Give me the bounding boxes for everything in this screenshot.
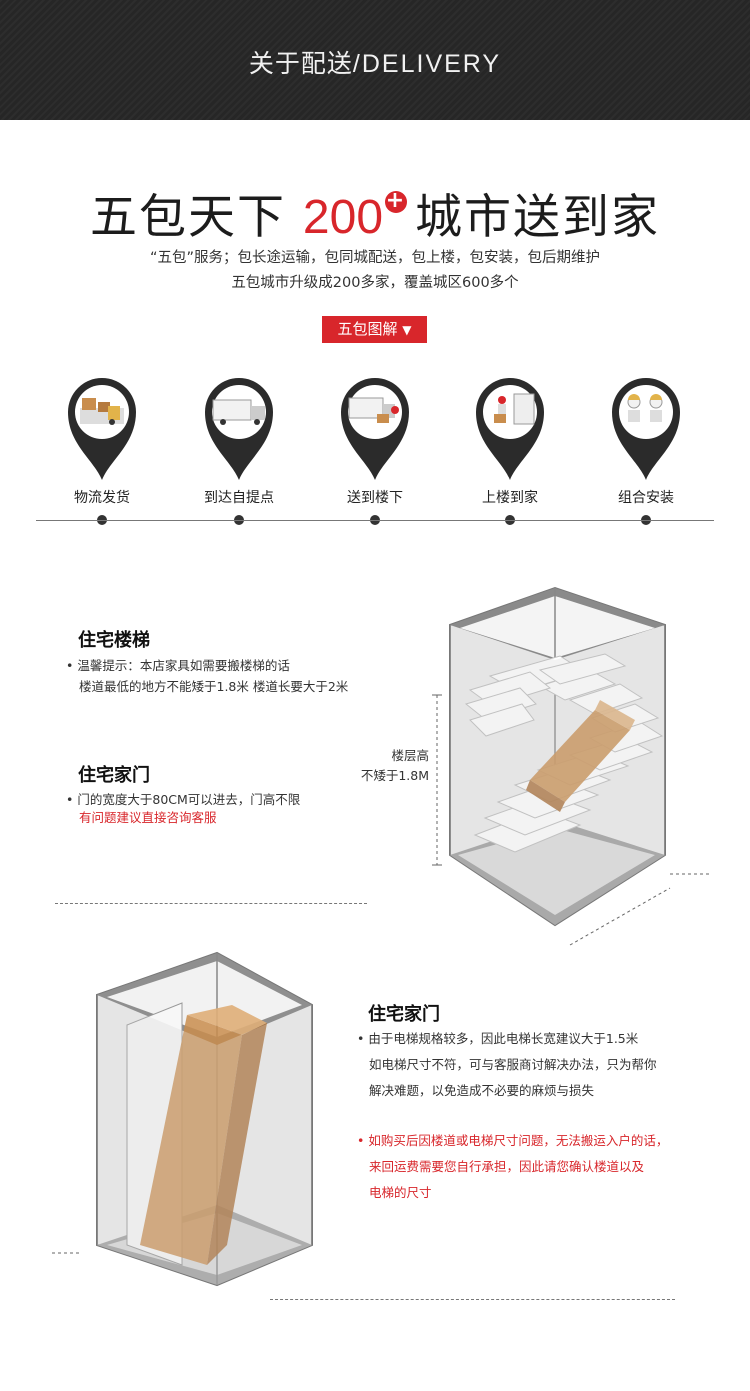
- stairs-tip-line2: 楼道最低的地方不能矮于1.8米 楼道长要大于2米: [79, 679, 349, 694]
- doorstep-delivery-icon: [472, 374, 548, 486]
- door-title: 住宅家门: [78, 765, 150, 786]
- step-label: 送到楼下: [347, 490, 403, 506]
- timeline-line: [36, 520, 714, 521]
- elevator-line2: 如电梯尺寸不符，可与客服商讨解决办法，只为帮你: [369, 1057, 657, 1072]
- divider-dashed-2: [270, 1299, 675, 1300]
- page-header-title: 关于配送/DELIVERY: [0, 44, 750, 80]
- warning-line2: 来回运费需要您自行承担，因此请您确认楼道以及: [369, 1159, 645, 1174]
- subtitle-line2: 五包城市升级成200多家，覆盖城区600多个: [231, 275, 519, 291]
- headline: 五包天下 200+ 城市送到家: [0, 178, 750, 247]
- bullet-icon: •: [66, 658, 74, 673]
- door-line1: 门的宽度大于80CM可以进去，门高不限: [77, 792, 301, 807]
- bullet-icon: •: [66, 792, 74, 807]
- stairs-tip-line1: 温馨提示：本店家具如需要搬楼梯的话: [77, 658, 290, 673]
- header-banner: [0, 0, 750, 120]
- forklift-warehouse-icon: [64, 374, 140, 486]
- warning-line1: 如购买后因楼道或电梯尺寸问题，无法搬运入户的话，: [368, 1133, 669, 1148]
- installer-workers-icon: [608, 374, 684, 486]
- bullet-icon: •: [357, 1133, 365, 1148]
- badge-label: 五包图解: [337, 320, 398, 338]
- subtitle-line1: “五包”服务；包长途运输，包同城配送，包上楼，包安装，包后期维护: [149, 250, 601, 266]
- step-label: 上楼到家: [482, 490, 538, 506]
- stairs-title: 住宅楼梯: [78, 630, 150, 651]
- step-label: 到达自提点: [204, 490, 274, 506]
- header-title-cn: 关于配送: [248, 49, 353, 78]
- elevator-line1: 由于电梯规格较多，因此电梯长宽建议大于1.5米: [368, 1031, 639, 1046]
- five-guarantee-badge: 五包图解 ▼: [322, 316, 427, 343]
- door-text: • 门的宽度大于80CM可以进去，门高不限: [66, 789, 300, 811]
- elevator-illustration: [52, 951, 313, 1287]
- step-label: 组合安装: [618, 490, 674, 506]
- elevator-text: • 由于电梯规格较多，因此电梯长宽建议大于1.5米 如电梯尺寸不符，可与客服商讨…: [357, 1026, 657, 1104]
- unloading-truck-icon: [337, 374, 413, 486]
- floor-label-1: 楼层高: [391, 748, 429, 763]
- door-line2: 有问题建议直接咨询客服: [79, 810, 217, 825]
- plus-icon: +: [385, 188, 408, 213]
- headline-part2: 城市送到家: [415, 190, 661, 245]
- header-title-en: /DELIVERY: [352, 50, 502, 78]
- warning-line3: 电梯的尺寸: [369, 1185, 432, 1200]
- staircase-illustration: [432, 586, 710, 946]
- step-label: 物流发货: [74, 490, 130, 506]
- headline-number: 200: [302, 191, 384, 244]
- triangle-down-icon: ▼: [402, 323, 412, 337]
- elevator-title: 住宅家门: [368, 1004, 440, 1025]
- elevator-warning: • 如购买后因楼道或电梯尺寸问题，无法搬运入户的话， 来回运费需要您自行承担，因…: [357, 1128, 668, 1206]
- delivery-truck-icon: [201, 374, 277, 486]
- headline-part1: 五包天下: [89, 190, 303, 245]
- floor-label-2: 不矮于1.8M: [360, 768, 429, 783]
- divider-dashed-1: [55, 903, 367, 904]
- bullet-icon: •: [357, 1031, 365, 1046]
- stairs-tip: • 温馨提示：本店家具如需要搬楼梯的话: [66, 655, 290, 677]
- floor-height-label: 楼层高 不矮于1.8M: [340, 746, 429, 786]
- elevator-line3: 解决难题，以免造成不必要的麻烦与损失: [369, 1083, 595, 1098]
